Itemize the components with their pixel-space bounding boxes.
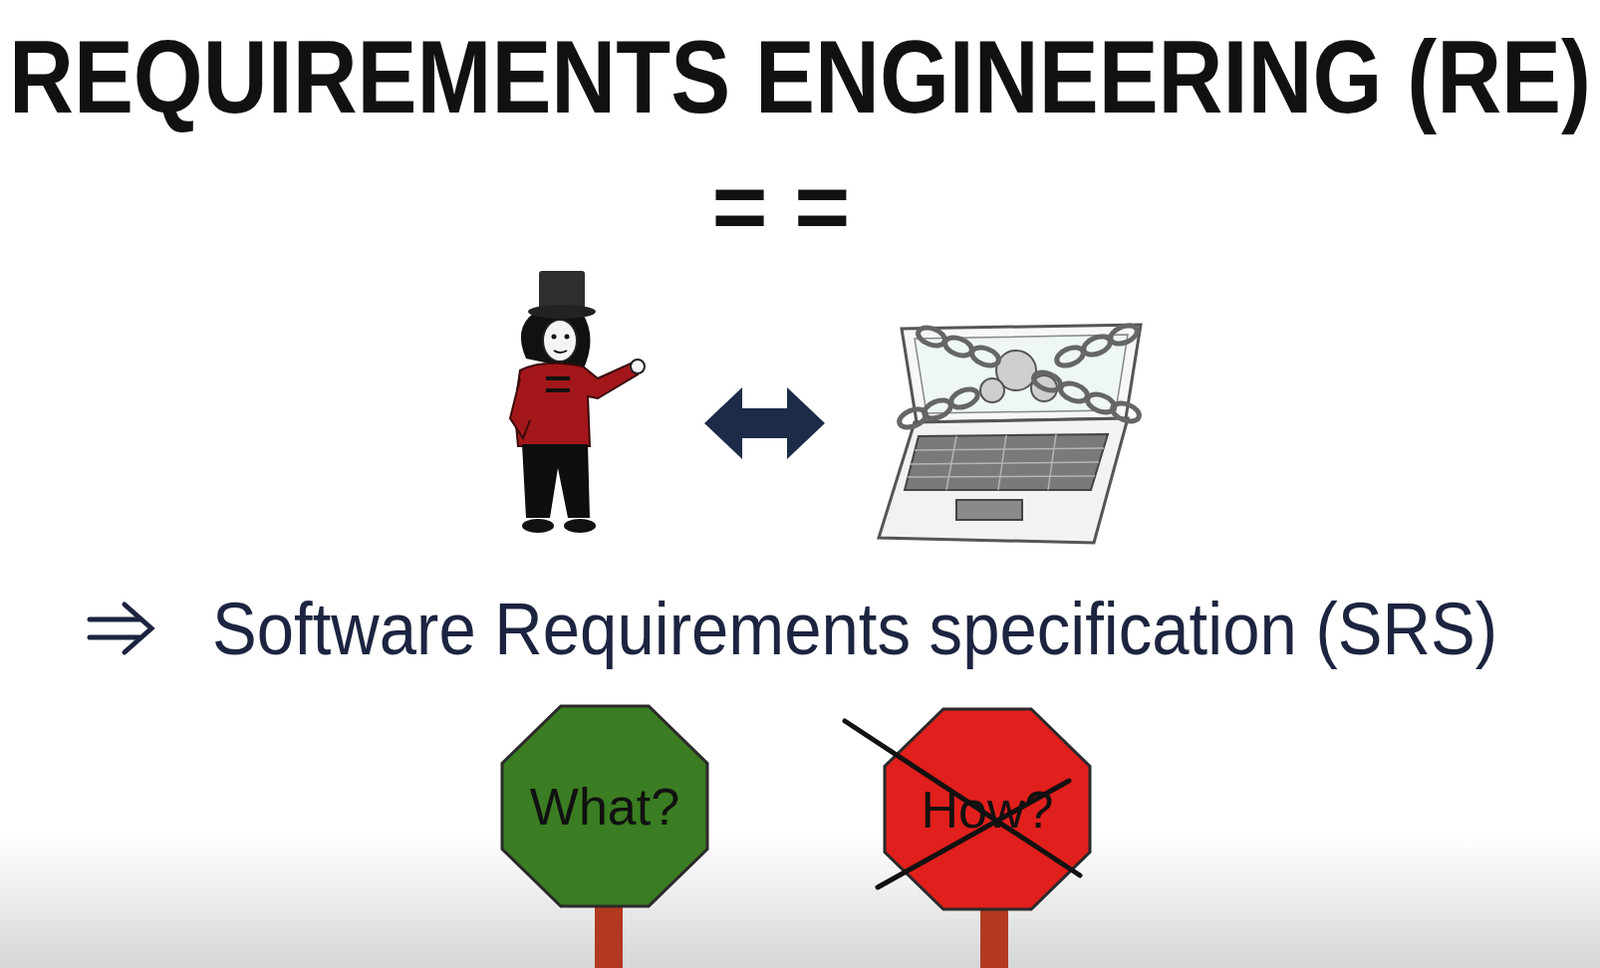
octagon-outline <box>502 706 708 907</box>
equals-sign: = = <box>712 159 851 256</box>
sign-text: What? <box>530 777 680 837</box>
implies-arrow <box>89 604 152 653</box>
stop-sign: How? <box>882 707 1092 912</box>
person-figure <box>510 270 645 534</box>
sign-text: How? <box>921 780 1055 840</box>
strike-line <box>877 781 1069 888</box>
octagon-outline <box>884 709 1090 910</box>
strike-line <box>844 721 1080 876</box>
sign-post <box>594 901 623 968</box>
double-arrow <box>704 387 825 460</box>
sign-post <box>980 904 1009 968</box>
locked-laptop <box>878 321 1142 543</box>
srs-label: Software Requirements specification (SRS… <box>212 592 1498 667</box>
floor-shade <box>0 836 1600 968</box>
title: REQUIREMENTS ENGINEERING (RE) <box>8 24 1592 129</box>
stop-sign: What? <box>500 704 710 909</box>
